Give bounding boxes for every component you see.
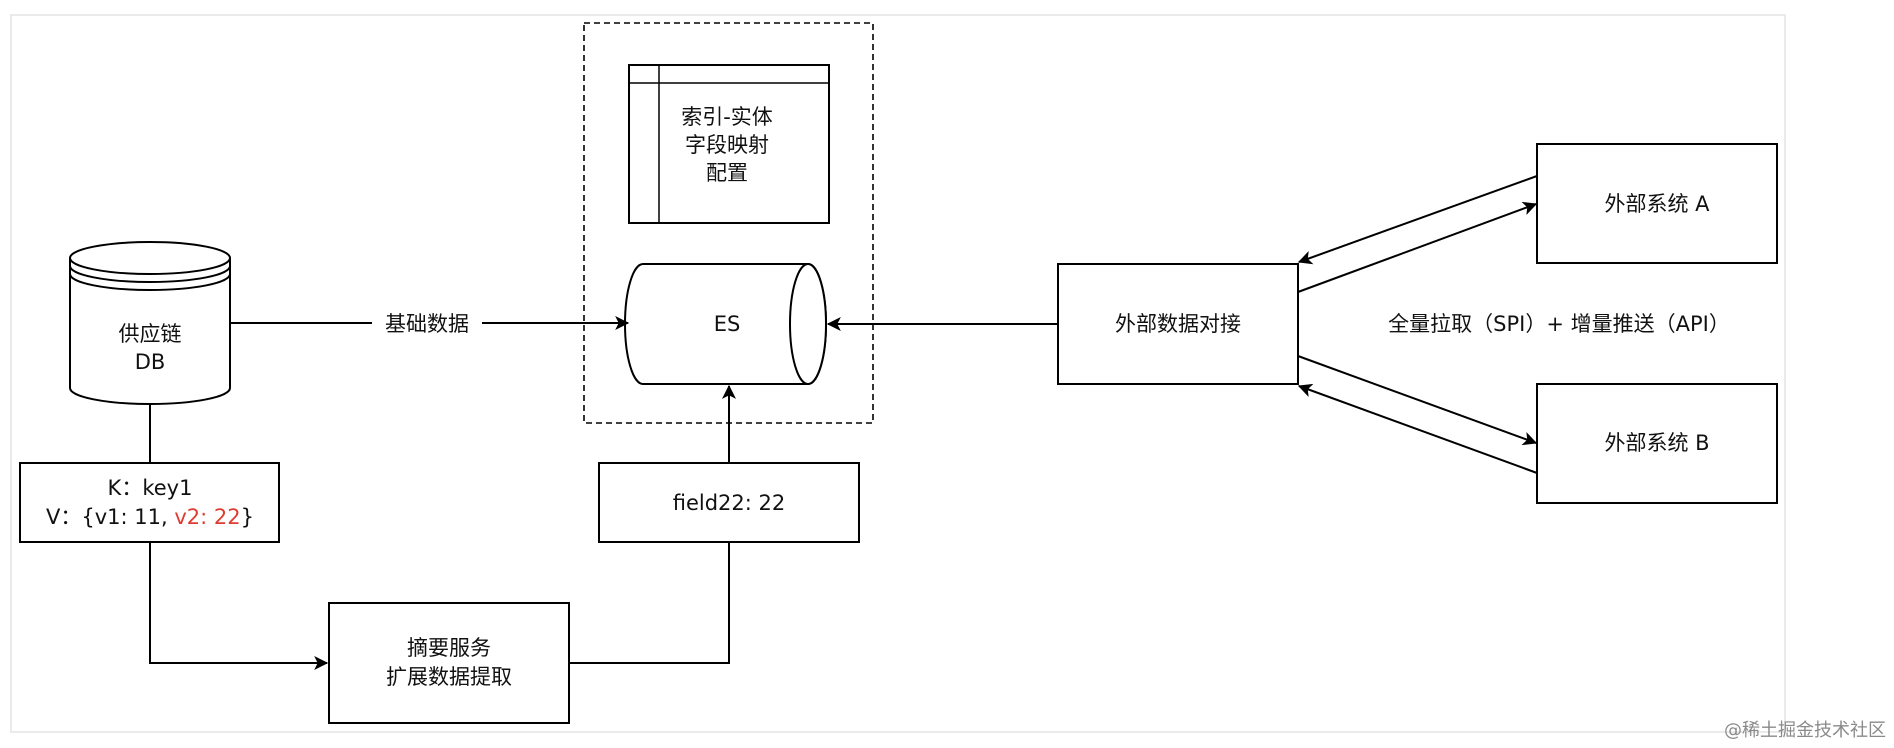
edge-system-b-to-join	[1297, 383, 1538, 474]
config-label-line3: 配置	[706, 161, 748, 185]
db-label-line2: DB	[135, 350, 166, 374]
edge-label-sync: 全量拉取（SPI）+ 增量推送（API）	[1388, 312, 1730, 336]
external-system-a-node[interactable]: 外部系统 A	[1536, 143, 1778, 264]
diagram-frame	[10, 14, 1786, 733]
edge-kv-to-summary	[149, 542, 329, 670]
external-join-label: 外部数据对接	[1115, 312, 1241, 336]
field22-node[interactable]: field22: 22	[598, 462, 860, 543]
es-cylinder-node[interactable]: ES	[624, 263, 827, 385]
watermark-text: @稀土掘金技术社区	[1724, 720, 1886, 741]
summary-label-line1: 摘要服务	[407, 636, 491, 660]
kv-value-highlight: v2: 22	[174, 505, 240, 529]
edge-summary-to-field	[569, 542, 730, 664]
external-join-node[interactable]: 外部数据对接	[1057, 263, 1299, 385]
external-system-b-label: 外部系统 B	[1604, 431, 1709, 455]
edge-join-to-system-a	[1297, 201, 1538, 293]
external-system-a-label: 外部系统 A	[1604, 192, 1710, 216]
kv-value-prefix: V：{v1: 11,	[46, 505, 174, 529]
config-label-line1: 索引-实体	[681, 105, 773, 129]
db-cylinder-node[interactable]: 供应链 DB	[69, 241, 231, 405]
kv-key-line: K：key1	[108, 476, 193, 500]
config-table-node[interactable]: 索引-实体 字段映射 配置	[628, 64, 830, 224]
edge-join-to-system-b	[1297, 355, 1538, 446]
db-label-line1: 供应链	[119, 322, 182, 346]
edge-label-basic-data: 基础数据	[385, 312, 469, 336]
edge-system-a-to-join	[1297, 175, 1538, 265]
config-label-line2: 字段映射	[685, 133, 769, 157]
kv-node[interactable]: K：key1 V：{v1: 11, v2: 22}	[19, 462, 280, 543]
summary-label-line2: 扩展数据提取	[386, 665, 512, 689]
external-system-b-node[interactable]: 外部系统 B	[1536, 383, 1778, 504]
kv-value-line: V：{v1: 11, v2: 22}	[46, 505, 254, 529]
kv-value-suffix: }	[241, 505, 254, 529]
summary-service-node[interactable]: 摘要服务 扩展数据提取	[328, 602, 570, 724]
edge-label-bg	[372, 308, 482, 338]
es-label: ES	[714, 312, 741, 336]
field22-label: field22: 22	[673, 491, 786, 515]
